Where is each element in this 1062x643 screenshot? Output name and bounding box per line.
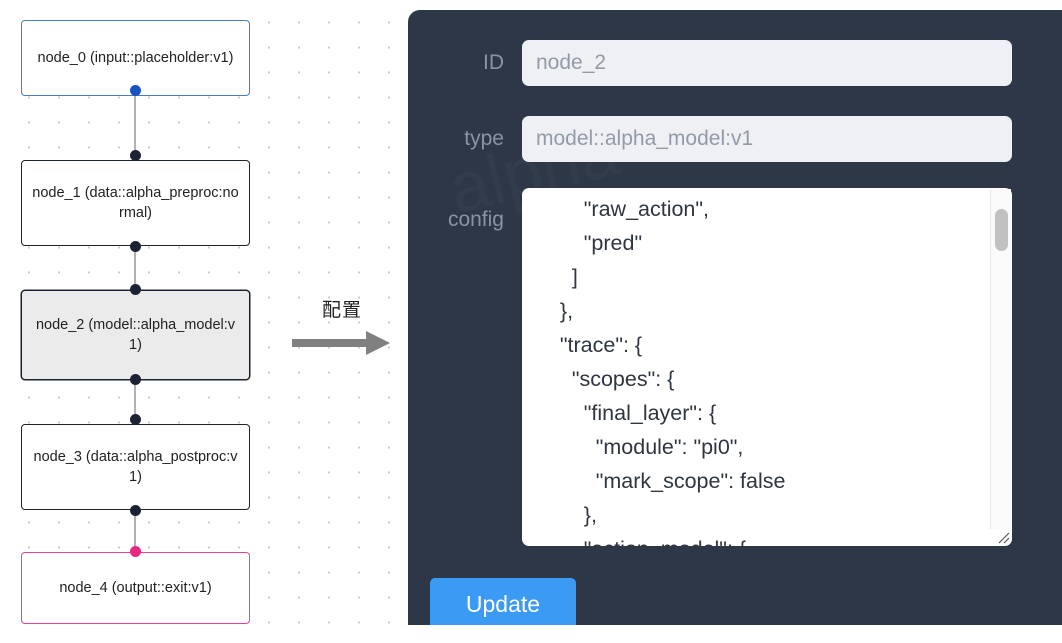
edge-node3-node4[interactable]: [134, 504, 136, 558]
node-handle-node_0-source[interactable]: [129, 85, 141, 96]
node-handle-node_4-target[interactable]: [129, 546, 141, 557]
transition-annotation: 配置: [292, 300, 392, 356]
node-handle-node_1-target[interactable]: [129, 150, 141, 161]
node-handle-node_3-source[interactable]: [129, 505, 141, 516]
config-textarea-wrapper: "raw_action", "pred" ] }, "trace": { "sc…: [522, 188, 1012, 546]
arrow-right-icon: [292, 331, 390, 355]
node-handle-node_3-target[interactable]: [129, 414, 141, 425]
flow-node-label: node_3 (data::alpha_postproc:v1): [33, 449, 238, 485]
flow-node-node_4[interactable]: node_4 (output::exit:v1): [21, 552, 250, 624]
id-input[interactable]: [522, 40, 1012, 86]
flow-node-label: node_0 (input::placeholder:v1): [37, 50, 234, 66]
config-field-label: config: [447, 208, 504, 231]
config-textarea[interactable]: "raw_action", "pred" ] }, "trace": { "sc…: [522, 188, 1012, 546]
type-field-label: type: [464, 127, 504, 150]
edge-node1-node2[interactable]: [134, 240, 136, 296]
node-config-panel: alpha ID type config "raw_action", "pred…: [408, 10, 1062, 625]
update-button[interactable]: Update: [430, 578, 576, 625]
flow-node-label: node_4 (output::exit:v1): [59, 580, 212, 596]
flow-node-node_1[interactable]: node_1 (data::alpha_preproc:normal): [21, 160, 250, 246]
id-field-label: ID: [483, 51, 504, 74]
node-handle-node_2-target[interactable]: [129, 284, 141, 295]
flow-node-node_3[interactable]: node_3 (data::alpha_postproc:v1): [21, 424, 250, 510]
field-row-id: ID: [408, 40, 1062, 86]
type-input[interactable]: [522, 116, 1012, 162]
config-scrollbar[interactable]: [990, 189, 1011, 529]
flow-node-node_2[interactable]: node_2 (model::alpha_model:v1): [21, 290, 250, 380]
field-row-type: type: [408, 116, 1062, 162]
config-scrollbar-thumb[interactable]: [995, 209, 1008, 251]
node-handle-node_2-source[interactable]: [129, 374, 141, 385]
node-handle-node_1-source[interactable]: [129, 241, 141, 252]
edge-node2-node3[interactable]: [134, 374, 136, 430]
transition-label: 配置: [321, 300, 362, 321]
field-row-config: config "raw_action", "pred" ] }, "trace"…: [408, 188, 1062, 546]
resize-grip-icon[interactable]: [994, 528, 1010, 544]
flow-node-label: node_2 (model::alpha_model:v1): [35, 317, 236, 353]
edge-node0-node1[interactable]: [134, 90, 136, 166]
flow-node-label: node_1 (data::alpha_preproc:normal): [32, 185, 239, 221]
